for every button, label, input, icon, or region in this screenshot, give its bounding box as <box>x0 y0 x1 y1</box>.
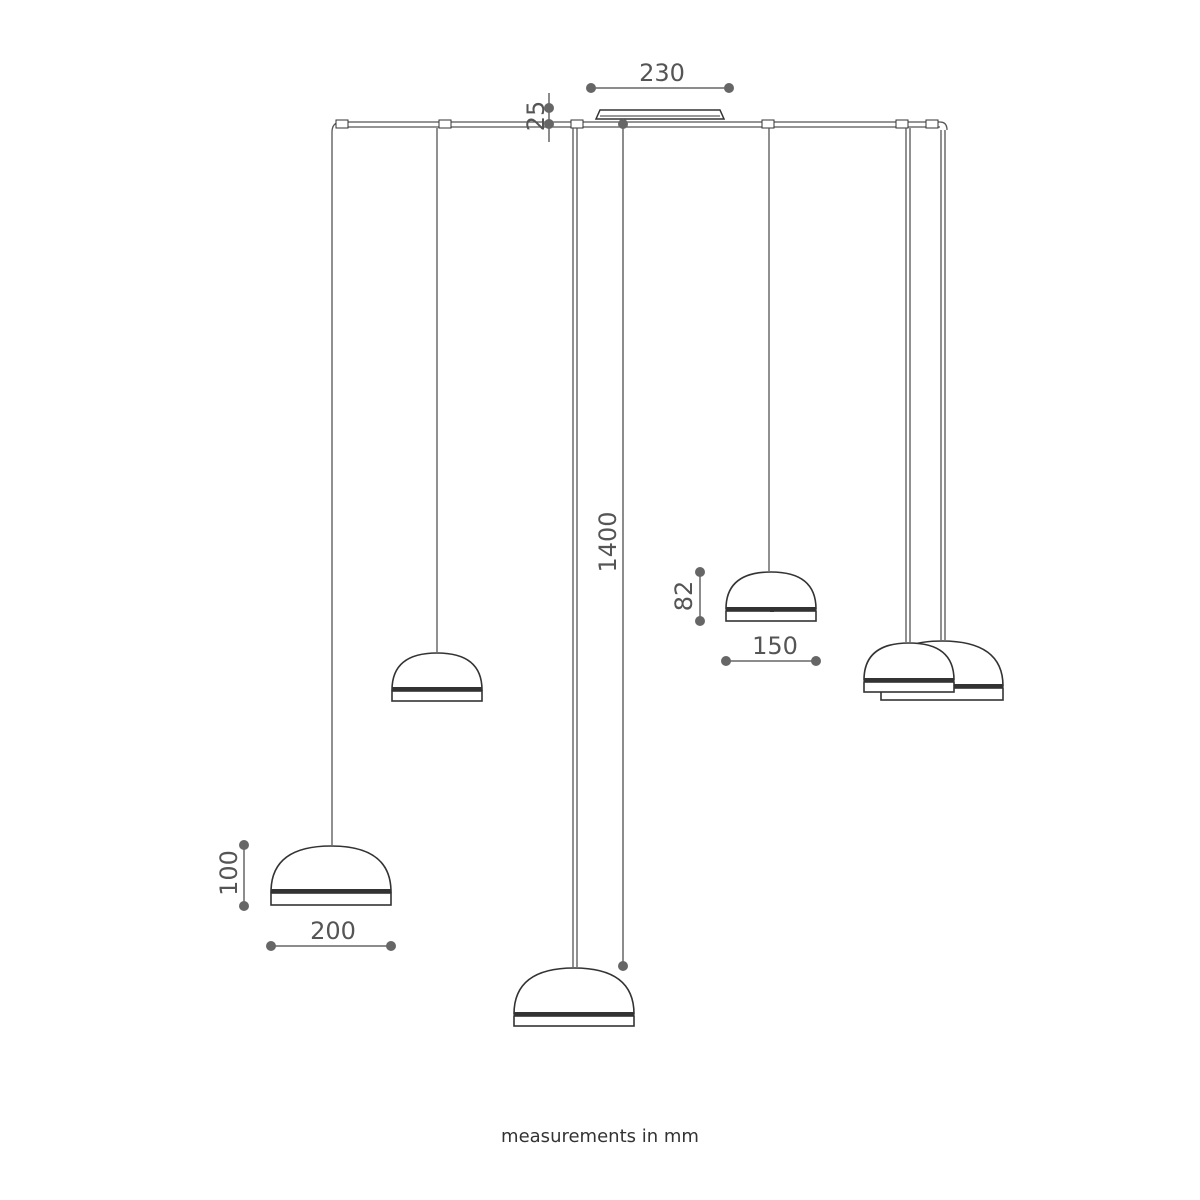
dimension-cable-length: 1400 <box>594 119 628 971</box>
ceiling-track <box>331 119 948 133</box>
track-clip <box>570 119 584 129</box>
dimension-large-shade-height: 100 <box>215 840 249 911</box>
cable-length-label: 1400 <box>594 511 622 572</box>
track-clip <box>335 119 349 129</box>
large-shade-height-label: 100 <box>215 850 243 896</box>
track-clip <box>761 119 775 129</box>
lamp-shade-large-center <box>513 967 635 1027</box>
dimension-large-shade-diameter: 200 <box>266 917 396 951</box>
lamp-shade-right-front <box>863 642 955 693</box>
measurement-unit-caption: measurements in mm <box>501 1126 699 1147</box>
dimension-canopy-height: 25 <box>522 93 554 142</box>
small-shade-height-label: 82 <box>670 581 698 612</box>
lamp-shade-small-center <box>725 571 817 622</box>
large-shade-diameter-label: 200 <box>310 917 356 945</box>
ceiling-canopy <box>594 109 726 120</box>
track-clip <box>925 119 939 129</box>
track-clip <box>895 119 909 129</box>
track-clip <box>438 119 452 129</box>
lamp-shade-large-left <box>270 845 392 906</box>
canopy-height-label: 25 <box>522 101 550 132</box>
canopy-width-label: 230 <box>639 59 685 87</box>
dimension-canopy-width: 230 <box>586 59 734 93</box>
dimension-small-shade-diameter: 150 <box>721 632 821 666</box>
suspension-cables <box>331 128 946 967</box>
dimension-small-shade-height: 82 <box>670 567 705 626</box>
lamp-shade-medium-left <box>391 652 483 702</box>
small-shade-diameter-label: 150 <box>752 632 798 660</box>
